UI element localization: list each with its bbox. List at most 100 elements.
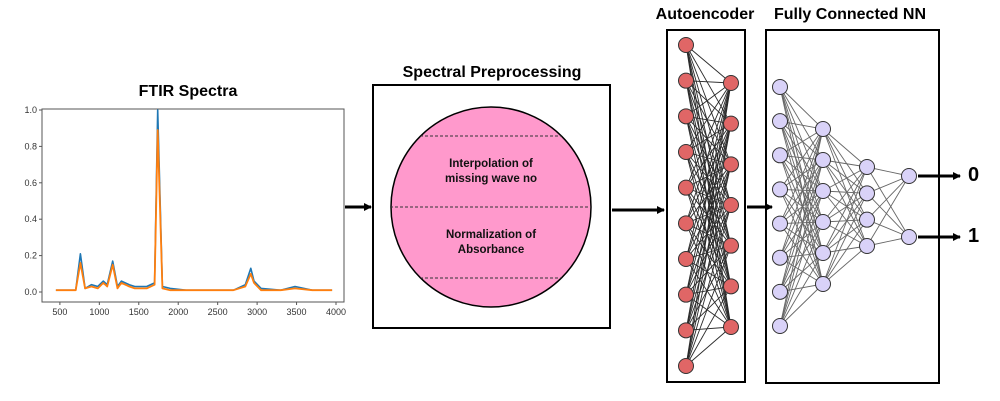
fcnn-edge	[822, 128, 868, 168]
fcnn-edge	[779, 221, 824, 259]
fcnn-edge	[822, 245, 868, 285]
autoencoder-edge	[685, 151, 732, 328]
fcnn-edge	[822, 219, 868, 285]
fcnn-node	[815, 121, 831, 137]
fcnn-node	[772, 215, 788, 232]
autoencoder-edge	[685, 163, 732, 189]
autoencoder-edge	[685, 223, 732, 287]
autoencoder-node	[723, 237, 739, 254]
fcnn-edge	[822, 219, 868, 254]
ftir-title: FTIR Spectra	[138, 83, 238, 100]
autoencoder-edge	[685, 116, 732, 287]
autoencoder-node	[678, 72, 694, 89]
autoencoder-edge	[685, 116, 732, 206]
chart-frame	[41, 108, 345, 303]
autoencoder-edge	[685, 204, 732, 367]
autoencoder-edge	[685, 80, 732, 165]
autoencoder-edge	[685, 82, 732, 188]
fcnn-edge	[822, 166, 868, 223]
autoencoder-node	[723, 75, 739, 91]
autoencoder-node	[678, 251, 694, 267]
fcnn-edge	[822, 166, 868, 192]
autoencoder-edge	[685, 164, 732, 224]
fcnn-edge	[822, 190, 868, 221]
x-tick-label: 3500	[287, 307, 307, 317]
fcnn-edge	[779, 221, 824, 293]
fcnn-edge	[779, 155, 824, 285]
fcnn-edge	[779, 252, 824, 293]
autoencoder-edge	[685, 204, 732, 295]
autoencoder-node	[723, 278, 739, 295]
fcnn-edge	[779, 155, 824, 223]
fcnn-edge	[822, 159, 868, 220]
autoencoder-node	[678, 144, 694, 160]
autoencoder-node	[723, 115, 739, 132]
fcnn-node	[815, 214, 831, 230]
autoencoder-edge	[685, 294, 732, 328]
fcnn-edge	[779, 86, 824, 192]
fcnn-edge	[779, 257, 824, 285]
autoencoder-edge	[685, 222, 732, 247]
autoencoder-edge	[685, 82, 732, 153]
spectrum-line-orange	[55, 129, 333, 292]
output-label-0: 0	[968, 164, 980, 186]
autoencoder-node	[678, 286, 694, 303]
fcnn-edge	[779, 283, 824, 327]
x-tick-label: 2500	[208, 307, 228, 317]
autoencoder-edge	[685, 204, 732, 260]
fcnn-edge	[779, 190, 824, 224]
fcnn-edge	[779, 120, 824, 192]
autoencoder-node	[723, 156, 739, 173]
autoencoder-title: Autoencoder	[655, 6, 755, 23]
autoencoder-edge	[685, 187, 732, 246]
fcnn-node	[772, 113, 788, 130]
preprocessing-title: Spectral Preprocessing	[402, 64, 582, 81]
autoencoder-edge	[685, 44, 732, 328]
autoencoder-edge	[685, 286, 732, 331]
autoencoder-node	[723, 197, 739, 213]
fcnn-edge	[866, 166, 910, 238]
fcnn-edge	[779, 128, 824, 156]
fcnn-node	[772, 283, 788, 300]
fcnn-edge	[822, 128, 868, 194]
step-interpolation: Interpolation of missing wave no	[444, 158, 538, 185]
fcnn-edge	[866, 175, 910, 247]
fcnn-edge	[779, 154, 824, 192]
fcnn-node	[772, 147, 788, 164]
fcnn-edge	[779, 120, 824, 161]
fcnn-edge	[779, 190, 824, 258]
fcnn-edge	[779, 189, 824, 254]
fcnn-node	[815, 183, 831, 199]
fcnn-edge	[822, 166, 868, 254]
autoencoder-edge	[685, 258, 732, 328]
autoencoder-edge	[685, 286, 732, 367]
autoencoder-edge	[685, 204, 732, 331]
autoencoder-edge	[685, 245, 732, 295]
autoencoder-edge	[685, 245, 732, 367]
autoencoder-node	[678, 215, 694, 232]
fcnn-node	[772, 318, 788, 334]
fcnn-node	[859, 185, 875, 202]
y-tick-label: 0.0	[24, 287, 37, 297]
y-tick-label: 0.4	[24, 214, 37, 224]
autoencoder-node	[678, 108, 694, 125]
autoencoder-edge	[685, 164, 732, 331]
x-tick-label: 500	[52, 307, 67, 317]
autoencoder-edge	[685, 187, 732, 206]
fcnn-edge	[822, 192, 868, 223]
fcnn-edge	[779, 252, 824, 327]
y-tick-label: 0.2	[24, 251, 37, 261]
fcnn-edge	[866, 175, 910, 220]
x-tick-label: 2000	[168, 307, 188, 317]
autoencoder-edge	[685, 151, 732, 246]
fcnn-edge	[779, 189, 824, 285]
y-tick-label: 0.6	[24, 178, 37, 188]
fcnn-title: Fully Connected NN	[773, 6, 926, 23]
fcnn-edge	[779, 223, 824, 285]
autoencoder-edge	[685, 223, 732, 328]
autoencoder-edge	[685, 204, 732, 224]
fcnn-edge	[779, 128, 824, 190]
fcnn-node	[815, 276, 831, 292]
autoencoder-edge	[685, 187, 732, 287]
autoencoder-edge	[685, 123, 732, 260]
